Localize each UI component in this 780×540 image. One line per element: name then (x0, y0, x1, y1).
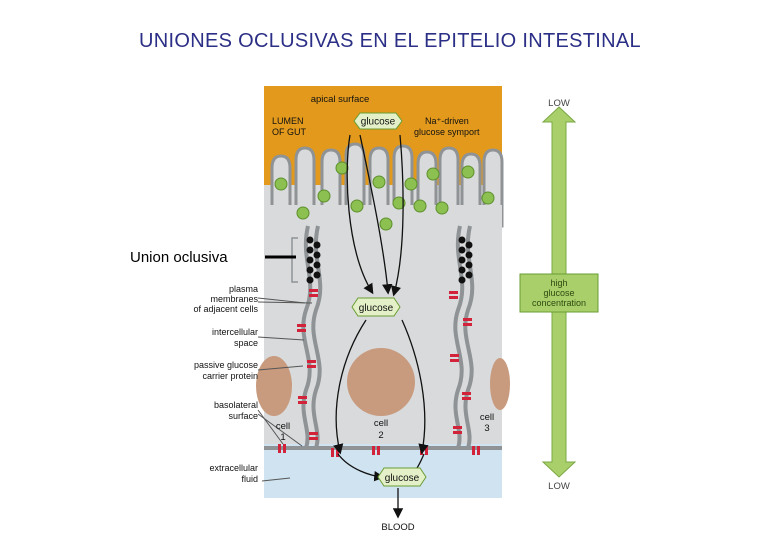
plasma-label-1: plasma (229, 284, 258, 294)
passive-label-1: passive glucose (194, 360, 258, 370)
gradient-middle-label-3: concentration (532, 298, 586, 308)
cell-1-label-2: 1 (280, 432, 285, 443)
passive-carriers (278, 289, 480, 457)
gradient-bottom-label: LOW (548, 481, 570, 492)
symport-label-2: glucose symport (414, 127, 480, 137)
intercellular-label-2: space (234, 338, 258, 348)
cell-1-label-1: cell (276, 421, 290, 432)
apical-surface-label: apical surface (311, 94, 370, 105)
high-concentration-box: high glucose concentration (519, 273, 599, 313)
symport-label-1: Na⁺-driven (425, 116, 469, 126)
extracellular-label-1: extracellular (209, 463, 258, 473)
nucleus-cell-3 (490, 358, 510, 410)
nucleus-cell-2 (347, 348, 415, 416)
tight-junction-bracket (291, 237, 298, 283)
cell-2-label-2: 2 (378, 430, 383, 441)
lumen-label-1: LUMEN (272, 116, 304, 126)
gradient-middle-label-1: high (550, 278, 567, 288)
intercellular-label-1: intercellular (212, 327, 258, 337)
glucose-box-cell: glucose (351, 297, 401, 317)
glucose-flow-arrows (333, 134, 429, 519)
cell-3-label-1: cell (480, 412, 494, 423)
extracellular-label-2: fluid (241, 474, 258, 484)
plasma-label-3: of adjacent cells (193, 304, 258, 314)
tight-junction-dots (306, 236, 473, 284)
glucose-box-lumen: glucose (353, 112, 403, 130)
plasma-label-2: membranes (210, 294, 258, 304)
basolateral-label-1: basolateral (214, 400, 258, 410)
symport-proteins (274, 161, 495, 231)
glucose-label-cell: glucose (359, 303, 394, 314)
basolateral-label-2: surface (228, 411, 258, 421)
cell-3-label-2: 3 (484, 423, 489, 434)
blood-label: BLOOD (381, 522, 414, 533)
gradient-middle-label-2: glucose (543, 288, 574, 298)
tight-junction-label: Union oclusiva (130, 249, 228, 266)
gradient-top-label: LOW (548, 98, 570, 109)
label-pointers (257, 297, 313, 482)
glucose-label-lumen: glucose (361, 117, 396, 128)
cell-2-label-1: cell (374, 418, 388, 429)
nucleus-cell-1 (256, 356, 292, 416)
glucose-label-extracellular: glucose (385, 473, 420, 484)
passive-label-2: carrier protein (202, 371, 258, 381)
glucose-box-extracellular: glucose (377, 467, 427, 487)
lumen-label-2: OF GUT (272, 127, 306, 137)
slide-title: UNIONES OCLUSIVAS EN EL EPITELIO INTESTI… (139, 30, 641, 52)
